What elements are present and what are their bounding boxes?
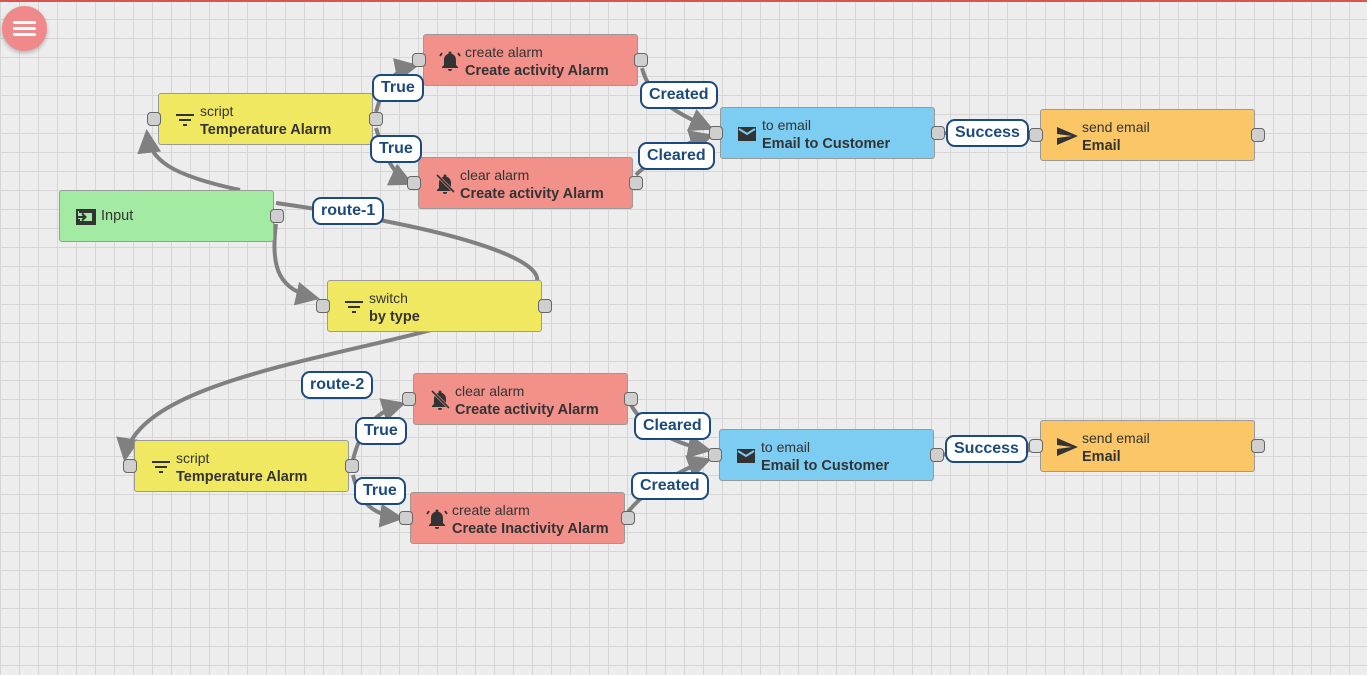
alarm-bell-icon [426, 509, 448, 529]
switch-node[interactable]: switch by type [327, 280, 542, 332]
send-email-bottom-out-port[interactable] [1251, 439, 1265, 453]
link-label-true[interactable]: True [355, 417, 407, 445]
email-top-node[interactable]: to email Email to Customer [720, 107, 935, 159]
send-email-top-out-port[interactable] [1251, 128, 1265, 142]
send-icon [1057, 127, 1078, 145]
node-type: to email [761, 439, 811, 455]
send-email-top-in-port[interactable] [1029, 128, 1043, 142]
node-name: Create Inactivity Alarm [452, 521, 609, 537]
send-email-top-node[interactable]: send email Email [1040, 109, 1255, 161]
node-name: Email [1082, 449, 1121, 465]
node-name: Temperature Alarm [200, 122, 332, 138]
clear-alarm-top-in-port[interactable] [407, 176, 421, 190]
script-top-out-port[interactable] [369, 112, 383, 126]
node-name: Email to Customer [762, 136, 891, 152]
node-name: Create activity Alarm [455, 402, 599, 418]
script-top-in-port[interactable] [147, 112, 161, 126]
link-label-created[interactable]: Created [631, 472, 709, 500]
link-label-cleared[interactable]: Cleared [634, 412, 711, 440]
filter-icon [176, 114, 194, 126]
node-type: clear alarm [460, 167, 530, 183]
switch-in-port[interactable] [316, 299, 330, 313]
node-name: Email [1082, 138, 1121, 154]
input-icon [76, 209, 96, 225]
email-bottom-node[interactable]: to email Email to Customer [719, 429, 934, 481]
clear-alarm-bottom-out-port[interactable] [624, 392, 638, 406]
mail-icon [738, 127, 756, 141]
script-bottom-out-port[interactable] [345, 459, 359, 473]
email-top-out-port[interactable] [931, 126, 945, 140]
node-name: Create activity Alarm [460, 186, 604, 202]
node-type: send email [1082, 119, 1150, 135]
wire-input-switch[interactable] [272, 223, 320, 306]
node-name: Email to Customer [761, 458, 890, 474]
link-label-cleared[interactable]: Cleared [638, 142, 715, 170]
hamburger-menu-button[interactable] [2, 6, 47, 51]
email-bottom-out-port[interactable] [930, 448, 944, 462]
link-label-true[interactable]: True [370, 135, 422, 163]
create-alarm-bottom-in-port[interactable] [399, 511, 413, 525]
node-type: script [200, 103, 234, 119]
clear-alarm-top-node[interactable]: clear alarm Create activity Alarm [418, 157, 633, 209]
link-label-route-1[interactable]: route-1 [312, 197, 385, 225]
link-label-success[interactable]: Success [945, 435, 1028, 463]
create-alarm-top-out-port[interactable] [634, 53, 648, 67]
filter-icon [152, 461, 170, 473]
send-email-bottom-in-port[interactable] [1029, 439, 1043, 453]
node-name: Create activity Alarm [465, 63, 609, 79]
hamburger-icon [13, 21, 36, 24]
node-type: clear alarm [455, 383, 525, 399]
input-out-port[interactable] [270, 209, 284, 223]
create-alarm-bottom-node[interactable]: create alarm Create Inactivity Alarm [410, 492, 625, 544]
script-bottom-in-port[interactable] [123, 459, 137, 473]
link-label-true[interactable]: True [372, 74, 424, 102]
input-node-title: Input [101, 208, 134, 224]
clear-alarm-bottom-in-port[interactable] [402, 392, 416, 406]
node-type: create alarm [452, 502, 530, 518]
create-alarm-top-in-port[interactable] [412, 53, 426, 67]
script-bottom-node[interactable]: script Temperature Alarm [134, 440, 349, 492]
alarm-bell-icon [439, 51, 461, 71]
send-icon [1057, 438, 1078, 456]
clear-alarm-top-out-port[interactable] [629, 176, 643, 190]
script-top-node[interactable]: script Temperature Alarm [158, 93, 373, 145]
input-node[interactable]: Input [59, 190, 274, 242]
link-label-created[interactable]: Created [640, 81, 718, 109]
link-label-true[interactable]: True [354, 477, 406, 505]
alarm-off-icon [435, 173, 456, 194]
link-label-success[interactable]: Success [946, 119, 1029, 147]
mail-icon [737, 449, 755, 463]
create-alarm-bottom-out-port[interactable] [621, 511, 635, 525]
email-bottom-in-port[interactable] [708, 448, 722, 462]
wire-input-script-top[interactable] [137, 129, 241, 192]
node-name: by type [369, 309, 420, 325]
link-label-route-2[interactable]: route-2 [301, 371, 374, 399]
node-type: script [176, 450, 210, 466]
create-alarm-top-node[interactable]: create alarm Create activity Alarm [423, 34, 638, 86]
switch-out-port[interactable] [538, 299, 552, 313]
clear-alarm-bottom-node[interactable]: clear alarm Create activity Alarm [413, 373, 628, 425]
send-email-bottom-node[interactable]: send email Email [1040, 420, 1255, 472]
node-type: send email [1082, 430, 1150, 446]
filter-icon [345, 301, 363, 313]
node-type: create alarm [465, 44, 543, 60]
email-top-in-port[interactable] [709, 126, 723, 140]
node-name: Temperature Alarm [176, 469, 308, 485]
node-type: to email [762, 117, 812, 133]
node-type: switch [369, 290, 408, 306]
alarm-off-icon [430, 389, 451, 410]
top-accent-bar [0, 0, 1367, 2]
